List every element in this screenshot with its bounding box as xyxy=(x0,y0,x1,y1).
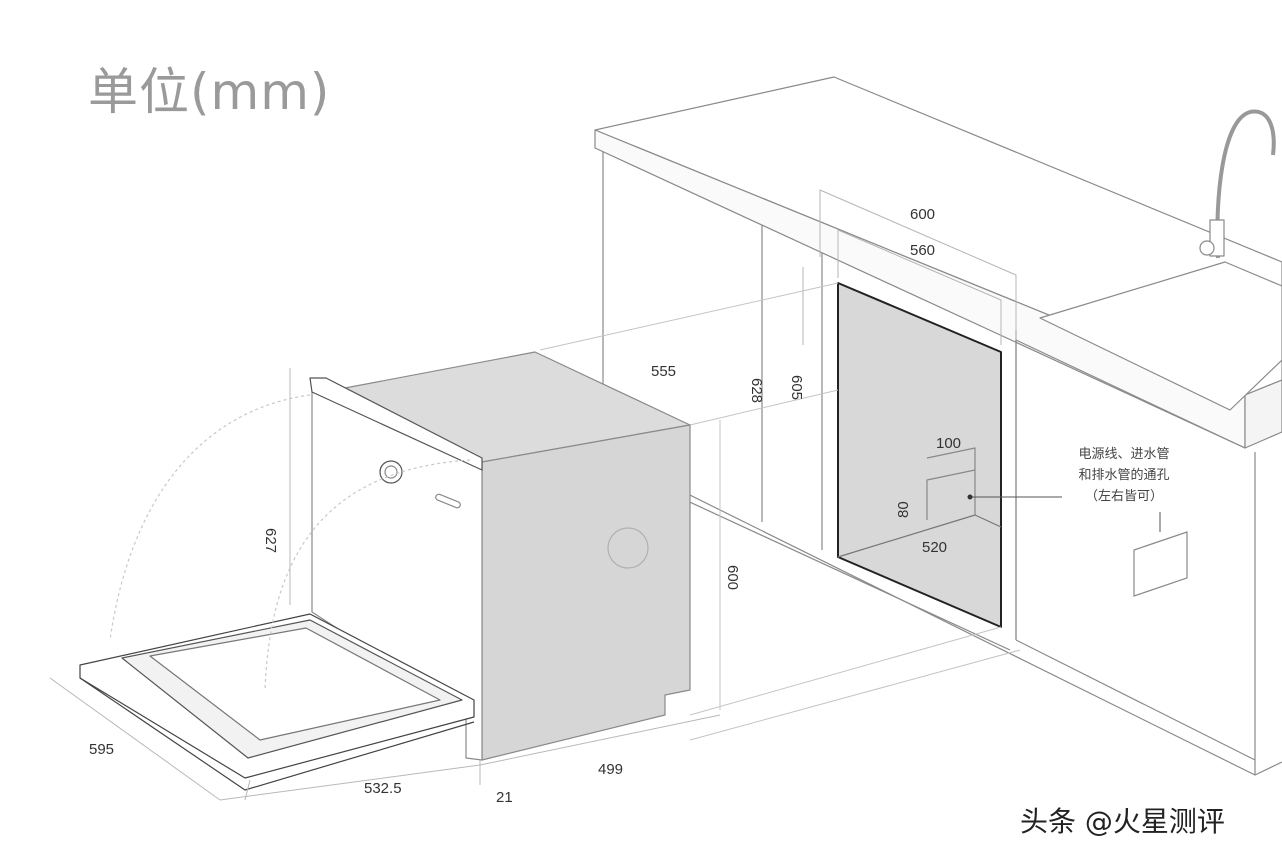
dim-height-627: 627 xyxy=(262,528,279,553)
dim-height-628: 628 xyxy=(748,378,765,403)
dim-width-520: 520 xyxy=(922,539,947,556)
dim-hole-height-80: 80 xyxy=(895,501,912,518)
dim-depth-555: 555 xyxy=(651,363,676,380)
dim-width-595: 595 xyxy=(89,741,114,758)
dishwasher-dimension-lines xyxy=(49,368,721,801)
unit-label: 单位(mm) xyxy=(88,63,331,121)
installation-niche xyxy=(837,282,1002,628)
hole-note-line-3: （左右皆可） xyxy=(1084,489,1163,504)
hole-note-line-1: 电源线、进水管 xyxy=(1078,447,1170,462)
dim-height-600: 600 xyxy=(724,565,741,590)
dim-door-532-5: 532.5 xyxy=(364,780,402,797)
dim-width-560: 560 xyxy=(910,242,935,259)
sink xyxy=(1039,261,1282,411)
hole-note-line-2: 和排水管的通孔 xyxy=(1078,468,1170,483)
faucet-icon xyxy=(1199,109,1276,259)
watermark: 头条 @火星测评 xyxy=(1020,805,1225,838)
dishwasher-body xyxy=(309,351,691,761)
dim-width-600: 600 xyxy=(910,206,935,223)
hole-note: 电源线、进水管 和排水管的通孔 （左右皆可） xyxy=(1054,444,1194,507)
dim-offset-21: 21 xyxy=(496,789,513,806)
dim-hole-width-100: 100 xyxy=(936,435,961,452)
door-swing-arc xyxy=(109,394,471,691)
dishwasher-door-open xyxy=(79,613,475,791)
dim-depth-499: 499 xyxy=(598,761,623,778)
hole-pointer xyxy=(967,494,1188,597)
dim-height-605: 605 xyxy=(788,375,805,400)
niche-width-frames xyxy=(802,189,1017,345)
projection-lines xyxy=(539,282,1021,741)
